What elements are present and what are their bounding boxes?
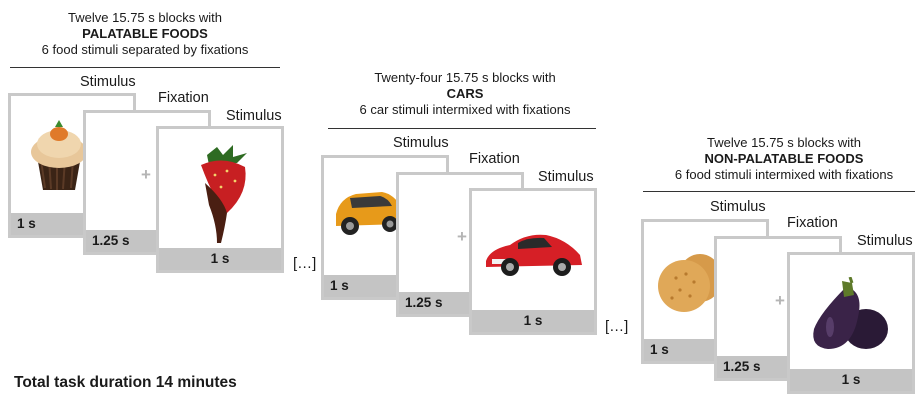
block3-fixation-label: Fixation: [787, 215, 838, 231]
block2-fixation-label: Fixation: [469, 151, 520, 167]
ellipsis-2: […]: [605, 318, 629, 335]
block3-header-line1: Twelve 15.75 s blocks with: [707, 135, 861, 150]
block3-header-category: NON-PALATABLE FOODS: [704, 151, 864, 166]
orange-car-image: [330, 184, 406, 240]
block2-duration3: 1 s: [472, 310, 594, 332]
block3-stimulus2-card: 1 s: [787, 252, 915, 394]
block2-stimulus2-label: Stimulus: [538, 169, 594, 185]
block1-header-line1: Twelve 15.75 s blocks with: [68, 10, 222, 25]
block1-stimulus1-label: Stimulus: [80, 74, 136, 90]
block2-stimulus2-card: 1 s: [469, 188, 597, 335]
cupcake-image: [25, 114, 93, 194]
block1-fixation-label: Fixation: [158, 90, 209, 106]
ellipsis-1: […]: [293, 255, 317, 272]
block1-duration3: 1 s: [159, 248, 281, 270]
block1-header-category: PALATABLE FOODS: [82, 26, 208, 41]
block1-stimulus2-card: 1 s: [156, 126, 284, 273]
block1-stimulus2-label: Stimulus: [226, 108, 282, 124]
block1-rule: [10, 67, 280, 68]
block2-header: Twenty-four 15.75 s blocks with CARS 6 c…: [330, 70, 600, 118]
block1-header: Twelve 15.75 s blocks with PALATABLE FOO…: [10, 10, 280, 58]
block2-header-line3: 6 car stimuli intermixed with fixations: [359, 102, 571, 117]
crackers-image: [656, 252, 722, 314]
total-duration: Total task duration 14 minutes: [14, 374, 237, 391]
block2-rule: [328, 128, 596, 129]
block3-stimulus2-label: Stimulus: [857, 233, 913, 249]
block3-rule: [643, 191, 915, 192]
eggplant-image: [806, 277, 896, 357]
block3-stimulus1-label: Stimulus: [710, 199, 766, 215]
red-car-image: [482, 229, 586, 279]
block3-header: Twelve 15.75 s blocks with NON-PALATABLE…: [650, 135, 918, 183]
block1-header-line3: 6 food stimuli separated by fixations: [41, 42, 249, 57]
block2-stimulus1-label: Stimulus: [393, 135, 449, 151]
fixation-cross-icon: +: [141, 165, 151, 184]
fixation-cross-icon: +: [457, 227, 467, 246]
block3-duration3: 1 s: [790, 369, 912, 391]
block3-header-line3: 6 food stimuli intermixed with fixations: [674, 167, 894, 182]
strawberry-image: [187, 143, 257, 247]
fixation-cross-icon: +: [775, 291, 785, 310]
block2-header-line1: Twenty-four 15.75 s blocks with: [374, 70, 556, 85]
block2-header-category: CARS: [446, 86, 484, 101]
